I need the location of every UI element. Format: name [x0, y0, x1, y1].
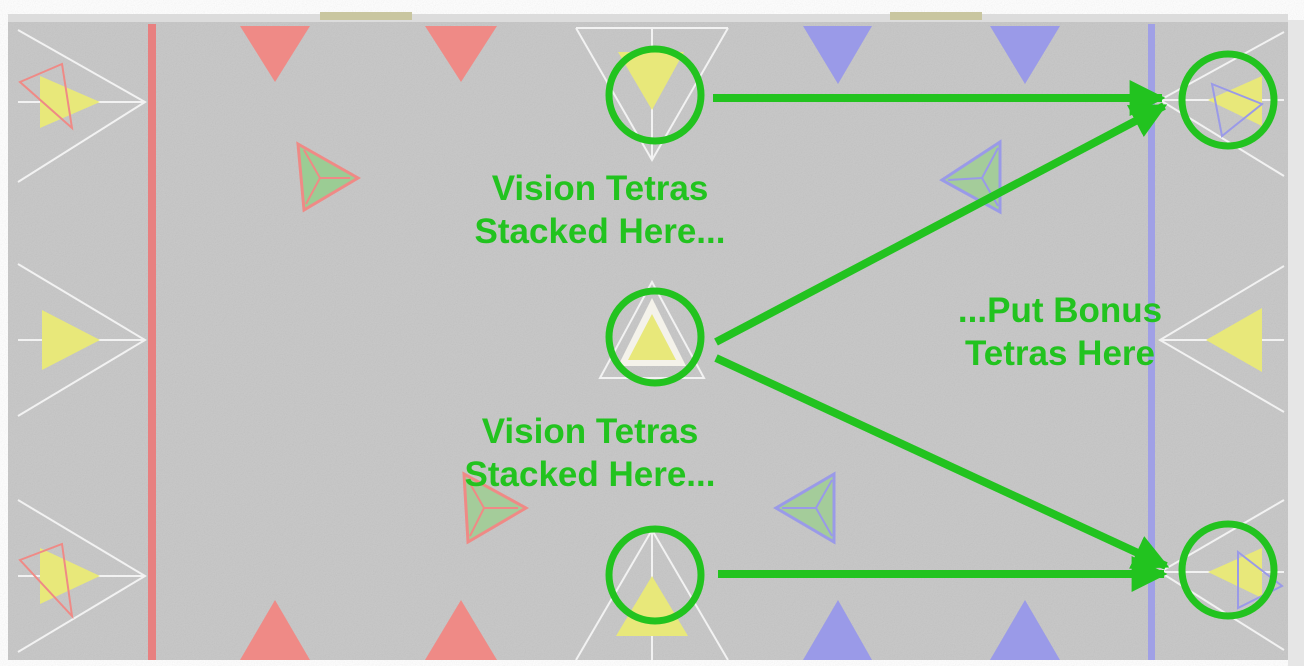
- right-annotation-line-1: ...Put Bonus: [915, 289, 1205, 332]
- red-alliance-line: [148, 24, 156, 660]
- middle-annotation-line-1: Vision Tetras: [430, 410, 750, 453]
- top-rail-stripe-right: [890, 12, 982, 20]
- top-annotation-line-1: Vision Tetras: [440, 167, 760, 210]
- middle-annotation-label: Vision Tetras Stacked Here...: [430, 410, 750, 496]
- field-top-rail: [8, 14, 1288, 22]
- top-annotation-label: Vision Tetras Stacked Here...: [440, 167, 760, 253]
- top-rail-stripe-left: [320, 12, 412, 20]
- top-annotation-line-2: Stacked Here...: [440, 210, 760, 253]
- right-annotation-line-2: Tetras Here: [915, 332, 1205, 375]
- middle-annotation-line-2: Stacked Here...: [430, 453, 750, 496]
- right-annotation-label: ...Put Bonus Tetras Here: [915, 289, 1205, 375]
- field-right-edge: [1288, 20, 1304, 666]
